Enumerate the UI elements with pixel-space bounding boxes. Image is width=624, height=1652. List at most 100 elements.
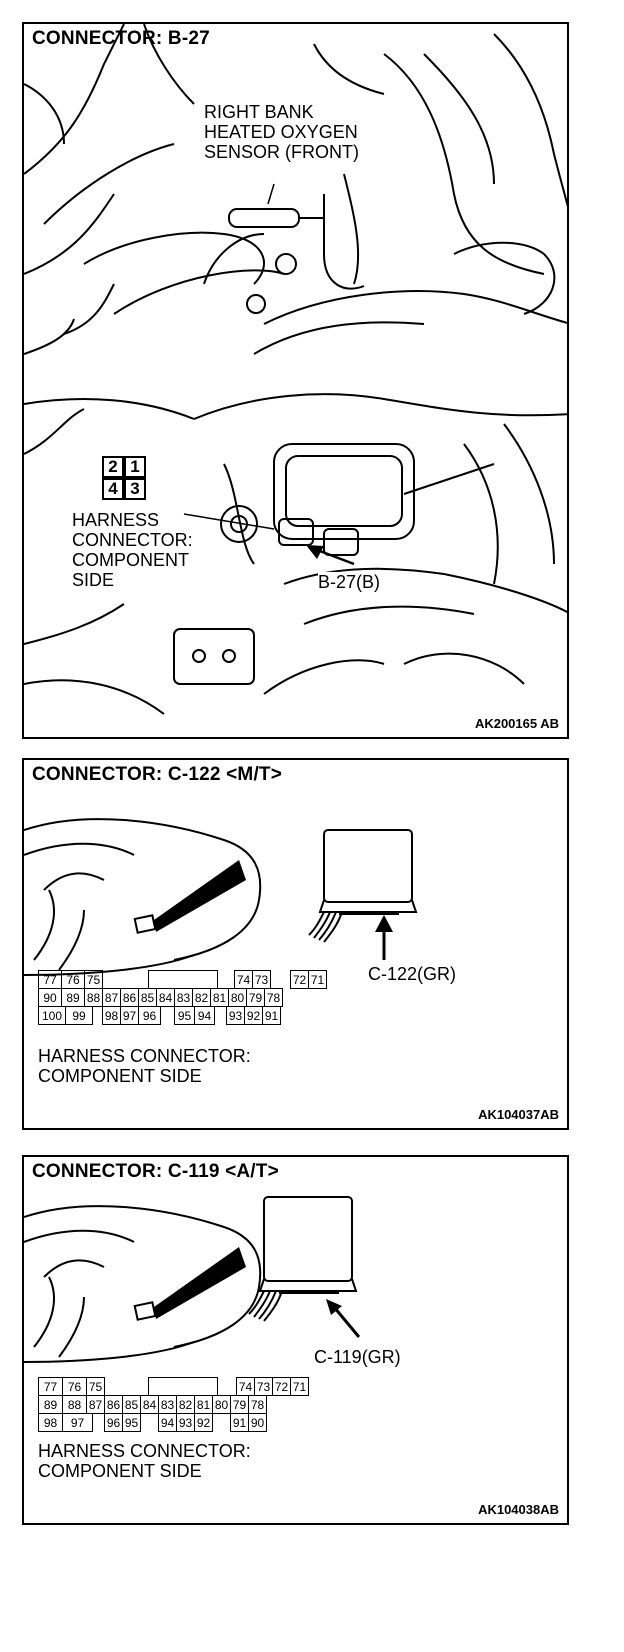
harness-label-line1: HARNESS CONNECTOR: [38, 1046, 251, 1066]
pin-cell: 77 [38, 1377, 63, 1396]
pin-cell: 85 [122, 1395, 141, 1414]
pin-cell: 92 [244, 1006, 263, 1025]
pin-cell: 83 [174, 988, 193, 1007]
pin-2: 2 [102, 456, 124, 478]
dashboard-illustration [24, 1196, 361, 1363]
connector-b27-panel: CONNECTOR: B-27 RIGHT BANK HEATED OXYGEN… [22, 22, 569, 739]
pin-cell: 89 [61, 988, 85, 1007]
pin-grid-row1-right: 74 73 72 71 [236, 1377, 309, 1396]
pin-cell: 76 [61, 970, 85, 989]
pin-cell: 95 [174, 1006, 195, 1025]
pin-grid-row2: 90 89 88 87 86 85 84 83 82 81 80 79 78 [38, 988, 283, 1007]
pin-cell: 86 [104, 1395, 123, 1414]
pin-cell: 84 [140, 1395, 159, 1414]
pin-1: 1 [124, 456, 146, 478]
pin-grid-row2: 89 88 87 86 85 84 83 82 81 80 79 78 [38, 1395, 267, 1414]
pin-cell: 98 [38, 1413, 63, 1432]
harness-label-line1: HARNESS [72, 510, 160, 530]
center-key [148, 970, 218, 988]
pin-cell: 84 [156, 988, 175, 1007]
center-key [148, 1377, 218, 1395]
pin-cell: 91 [262, 1006, 281, 1025]
pin-cell: 72 [290, 970, 309, 989]
pin-grid-row1-right: 74 73 72 71 [234, 970, 327, 989]
figure-code: AK104037AB [478, 1107, 559, 1122]
connector-c122-panel: CONNECTOR: C-122 <M/T> C-122(GR) 77 76 7… [22, 758, 569, 1130]
pin-cell: 72 [272, 1377, 291, 1396]
pin-cell: 86 [120, 988, 139, 1007]
panel-title: CONNECTOR: B-27 [32, 28, 210, 49]
harness-label-line2: CONNECTOR: [72, 530, 193, 550]
pin-gap [215, 1007, 227, 1025]
pin-grid-row1: 77 76 75 [38, 1377, 131, 1396]
connector-callout: C-119(GR) [314, 1347, 401, 1367]
harness-label-line1: HARNESS CONNECTOR: [38, 1441, 251, 1461]
pin-cell: 73 [254, 1377, 273, 1396]
panel-title: CONNECTOR: C-119 <A/T> [32, 1161, 279, 1182]
pin-cell: 92 [194, 1413, 213, 1432]
pin-cell: 87 [86, 1395, 105, 1414]
harness-label-line3: COMPONENT [72, 550, 189, 570]
sensor-label-line1: RIGHT BANK [204, 102, 314, 122]
pin-layout: 2 1 4 3 [102, 456, 148, 502]
harness-label-line2: COMPONENT SIDE [38, 1066, 202, 1086]
pin-cell: 82 [192, 988, 211, 1007]
pin-cell: 97 [120, 1006, 139, 1025]
pin-cell: 88 [84, 988, 103, 1007]
pin-cell: 75 [86, 1377, 105, 1396]
figure-code: AK200165 AB [474, 716, 559, 731]
pin-cell: 94 [194, 1006, 215, 1025]
pin-gap [161, 1007, 175, 1025]
pin-4: 4 [102, 478, 124, 500]
pin-grid-row1: 77 76 75 [38, 970, 129, 989]
pin-cell: 90 [248, 1413, 267, 1432]
pin-gap [141, 1414, 159, 1432]
pin-cell: 75 [84, 970, 103, 989]
pin-cell: 71 [290, 1377, 309, 1396]
pin-cell: 93 [226, 1006, 245, 1025]
pin-cell: 90 [38, 988, 62, 1007]
pin-cell: 74 [234, 970, 253, 989]
pin-gap [93, 1414, 105, 1432]
pin-cell: 73 [252, 970, 271, 989]
pin-cell: 77 [38, 970, 62, 989]
pin-cell: 98 [102, 1006, 121, 1025]
pin-cell: 96 [104, 1413, 123, 1432]
pin-gap [93, 1007, 103, 1025]
pin-cell: 93 [176, 1413, 195, 1432]
pin-gap [105, 1378, 131, 1396]
pin-cell: 79 [230, 1395, 249, 1414]
pin-cell: 96 [138, 1006, 161, 1025]
pin-cell: 100 [38, 1006, 66, 1025]
connector-c119-panel: CONNECTOR: C-119 <A/T> C-119(GR) 77 76 7… [22, 1155, 569, 1525]
pin-cell: 78 [248, 1395, 267, 1414]
pin-cell: 81 [194, 1395, 213, 1414]
pin-gap [103, 971, 129, 989]
pin-cell: 78 [264, 988, 283, 1007]
pin-cell: 79 [246, 988, 265, 1007]
pin-cell: 80 [212, 1395, 231, 1414]
pin-3: 3 [124, 478, 146, 500]
panel-title: CONNECTOR: C-122 <M/T> [32, 764, 283, 785]
sensor-label-line2: HEATED OXYGEN [204, 122, 358, 142]
pin-cell: 99 [65, 1006, 93, 1025]
connector-callout: C-122(GR) [368, 964, 457, 984]
pin-cell: 87 [102, 988, 121, 1007]
pin-cell: 76 [62, 1377, 87, 1396]
pin-cell: 80 [228, 988, 247, 1007]
harness-label-line2: COMPONENT SIDE [38, 1461, 202, 1481]
harness-label-line4: SIDE [72, 570, 115, 590]
pin-gap [213, 1414, 231, 1432]
pin-cell: 91 [230, 1413, 249, 1432]
pin-grid-row3: 98 97 96 95 94 93 92 91 90 [38, 1413, 267, 1432]
pin-gap [271, 971, 291, 989]
pin-cell: 71 [308, 970, 327, 989]
pin-cell: 83 [158, 1395, 177, 1414]
sensor-label-line3: SENSOR (FRONT) [204, 142, 359, 162]
pin-cell: 82 [176, 1395, 195, 1414]
dashboard-illustration [24, 818, 418, 976]
pin-grid-row3: 100 99 98 97 96 95 94 93 92 91 [38, 1006, 281, 1025]
pin-cell: 95 [122, 1413, 141, 1432]
pin-cell: 74 [236, 1377, 255, 1396]
connector-callout: B-27(B) [318, 572, 381, 592]
